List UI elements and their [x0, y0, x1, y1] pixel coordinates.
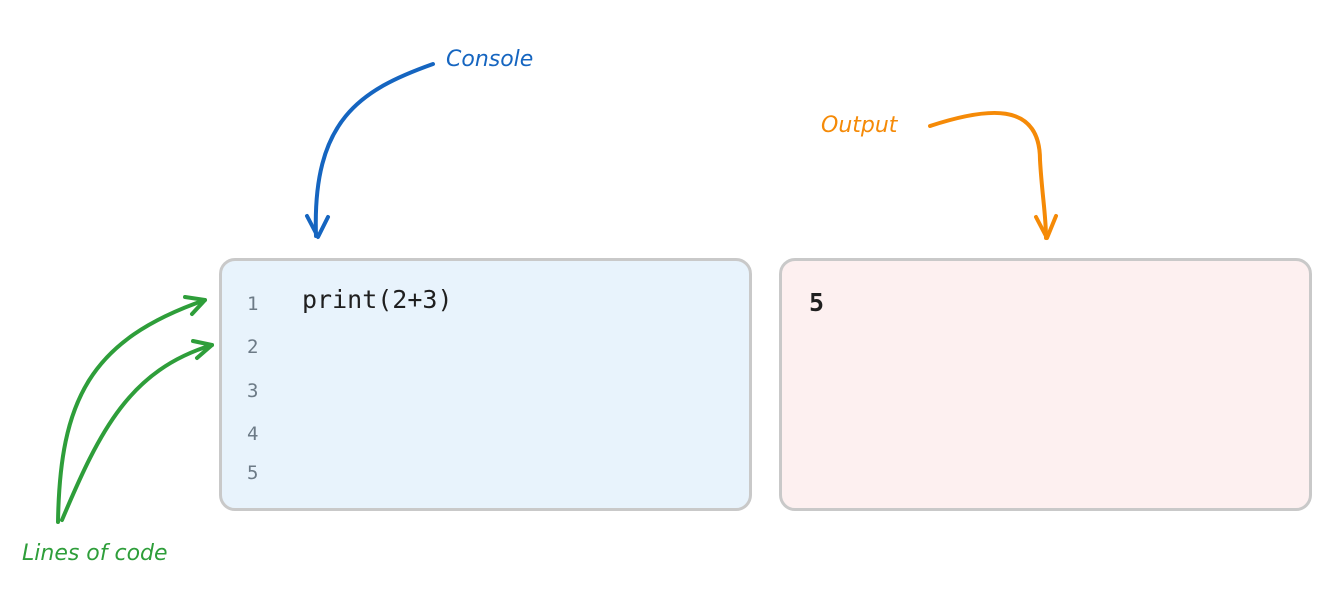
- code-line-1[interactable]: print(2+3): [302, 285, 453, 314]
- line-number-3: 3: [247, 380, 259, 402]
- output-value: 5: [809, 288, 825, 317]
- line-number-5: 5: [247, 462, 259, 484]
- line-number-2: 2: [247, 336, 259, 358]
- line-number-4: 4: [247, 423, 259, 445]
- line-number-1: 1: [247, 293, 259, 315]
- output-arrow: [928, 110, 1058, 240]
- console-label: Console: [446, 47, 534, 72]
- console-panel[interactable]: 1 2 3 4 5 print(2+3): [219, 258, 752, 511]
- console-arrow: [305, 62, 435, 239]
- output-label: Output: [821, 113, 898, 138]
- lines-of-code-arrows: [56, 295, 214, 524]
- lines-of-code-label: Lines of code: [22, 541, 168, 566]
- output-panel: 5: [779, 258, 1312, 511]
